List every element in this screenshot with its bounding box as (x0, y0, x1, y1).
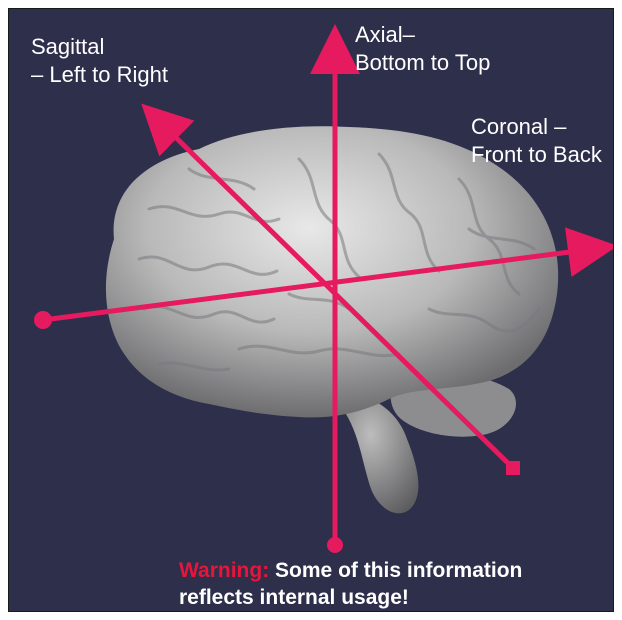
coronal-axis-start-dot (34, 311, 52, 329)
warning-note: Warning: Some of this information reflec… (179, 557, 522, 611)
sagittal-label-line1: Sagittal (31, 33, 168, 61)
sagittal-axis-start-square (506, 461, 520, 475)
brain-axes-diagram (9, 9, 614, 612)
sagittal-label: Sagittal – Left to Right (31, 33, 168, 89)
warning-prefix: Warning: (179, 559, 269, 582)
brain-image (106, 126, 558, 513)
warning-text-1: Some of this information (269, 559, 522, 582)
sagittal-label-line2: – Left to Right (31, 61, 168, 89)
coronal-label-line2: Front to Back (471, 141, 602, 169)
coronal-label: Coronal – Front to Back (471, 113, 602, 169)
axial-label-line1: Axial– (355, 21, 490, 49)
warning-line1: Warning: Some of this information (179, 557, 522, 584)
axial-label: Axial– Bottom to Top (355, 21, 490, 77)
diagram-frame: Sagittal – Left to Right Axial– Bottom t… (8, 8, 614, 612)
warning-text-2: reflects internal usage! (179, 584, 522, 611)
axial-label-line2: Bottom to Top (355, 49, 490, 77)
cerebrum (106, 126, 558, 417)
coronal-label-line1: Coronal – (471, 113, 602, 141)
axial-axis-start-dot (327, 537, 343, 553)
